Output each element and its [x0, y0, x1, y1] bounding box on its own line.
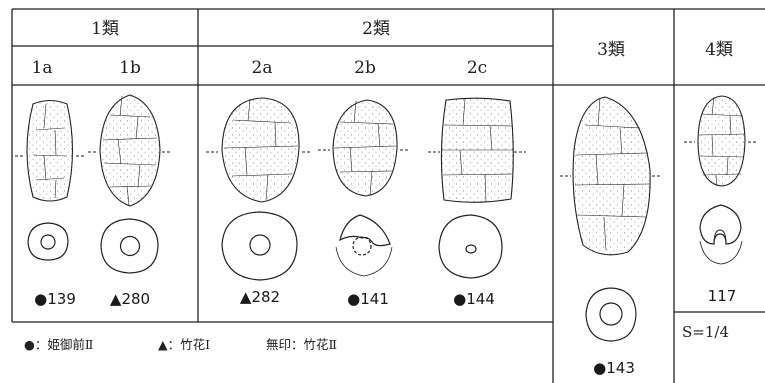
- bead-2a-end-view: [221, 211, 298, 281]
- class2-header: 2類: [362, 19, 390, 39]
- bead-4-end-view: [699, 204, 743, 265]
- bead-2b-side-view: [332, 99, 398, 197]
- bead-1b-side-view: [99, 94, 161, 207]
- specimen-label-2b: ●141: [347, 290, 389, 308]
- bead-2a-side-view: [221, 97, 300, 203]
- bead-2c-side-view: [440, 97, 514, 203]
- scale-note: S=1/4: [682, 323, 729, 341]
- sub-header-1b: 1b: [119, 58, 141, 78]
- legend-circle-item: ●：姫御前Ⅱ: [24, 337, 93, 352]
- class1-header: 1類: [91, 19, 119, 39]
- bead-4-side-view: [697, 95, 746, 187]
- class3-header: 3類: [597, 40, 625, 60]
- bead-1a-end-view: [27, 222, 69, 261]
- specimen-label-1b: ▲280: [110, 290, 150, 308]
- specimen-label-2c: ●144: [453, 290, 495, 308]
- specimen-label-1a: ●139: [34, 290, 76, 308]
- bead-2c-end-view: [438, 214, 503, 279]
- bead-2b-end-view: [335, 214, 393, 277]
- legend-unmarked-item: 無印：竹花Ⅱ: [266, 337, 337, 352]
- specimen-label-3: ●143: [593, 359, 635, 377]
- specimen-label-2a: ▲282: [240, 288, 280, 306]
- center-axis-marks: [15, 141, 758, 177]
- table-grid: [11, 8, 765, 383]
- site-legend: ●：姫御前Ⅱ ▲：竹花Ⅰ 無印：竹花Ⅱ: [24, 337, 337, 352]
- sub-header-2c: 2c: [467, 58, 487, 78]
- sub-header-2b: 2b: [354, 58, 376, 78]
- sub-header-2a: 2a: [252, 58, 273, 78]
- sub-header-1a: 1a: [32, 58, 53, 78]
- bead-1a-side-view: [26, 99, 74, 202]
- bead-3-side-view: [572, 96, 651, 256]
- specimen-label-4: 117: [708, 287, 737, 305]
- class4-header: 4類: [705, 40, 733, 60]
- bead-3-end-view: [585, 287, 637, 342]
- legend-triangle-item: ▲：竹花Ⅰ: [158, 337, 210, 352]
- bead-1b-end-view: [100, 218, 159, 274]
